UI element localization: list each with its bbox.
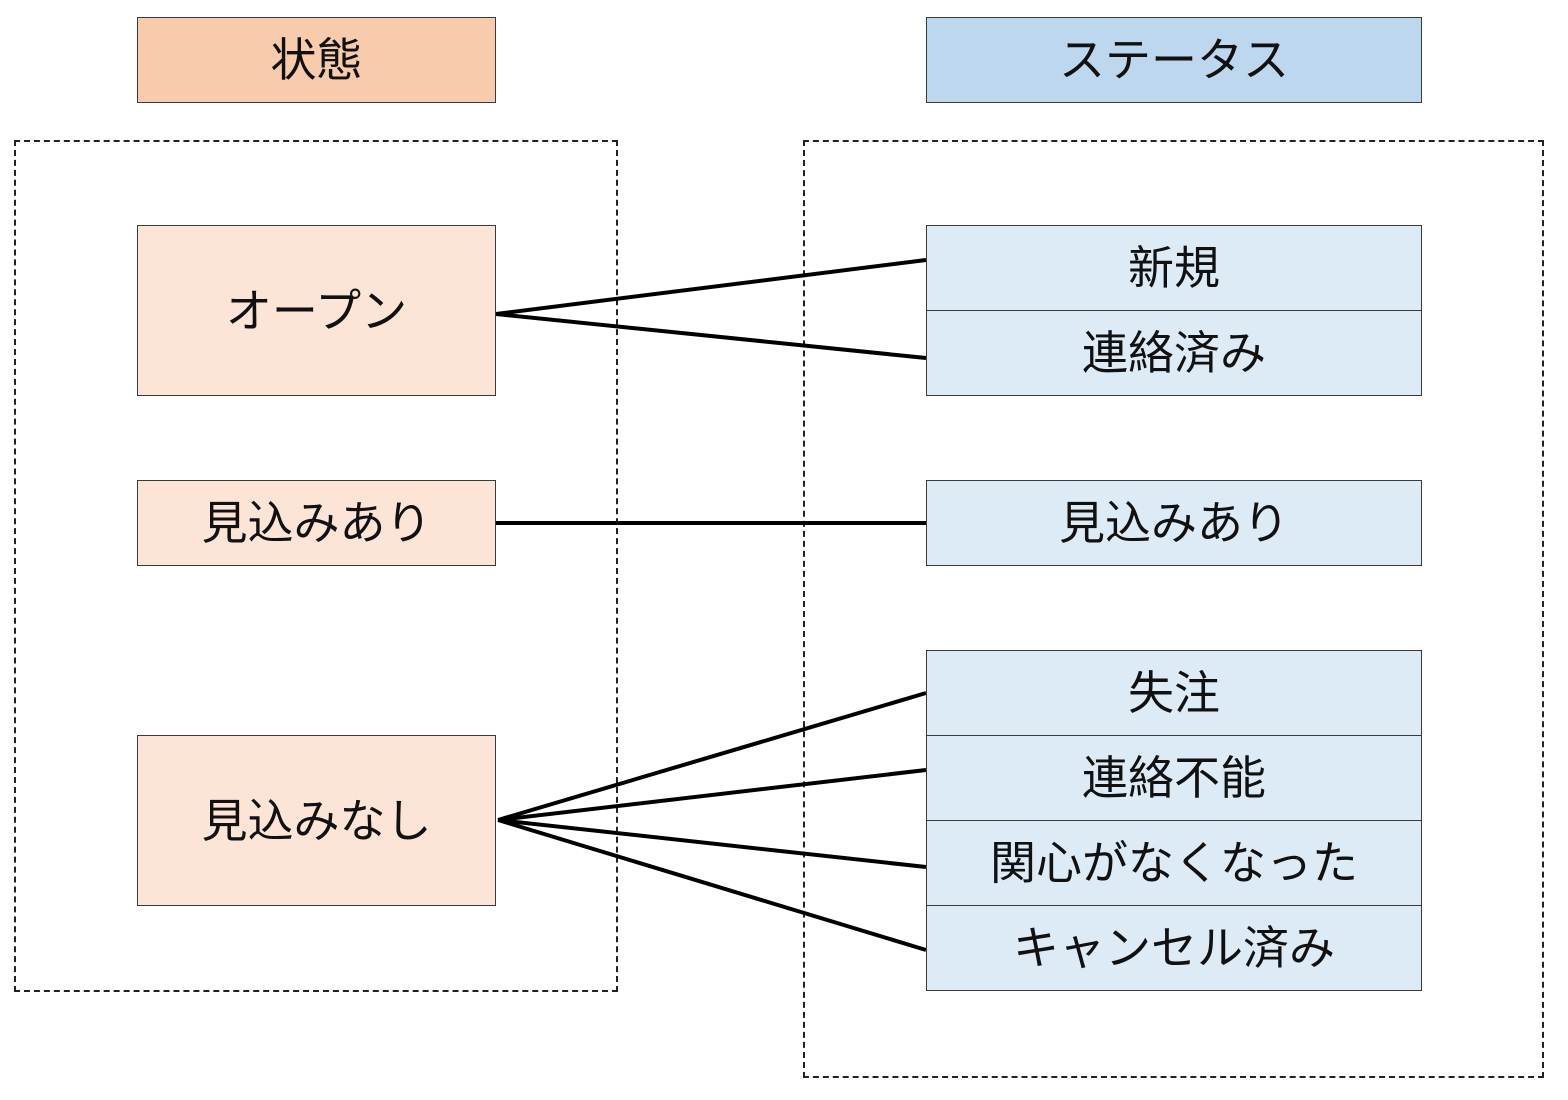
link-open-contacted bbox=[495, 312, 927, 360]
status-cancelled: キャンセル済み bbox=[926, 905, 1422, 991]
state-prospect: 見込みあり bbox=[137, 480, 496, 566]
state-no-prospect: 見込みなし bbox=[137, 735, 496, 906]
status-group bbox=[803, 140, 1544, 1078]
link-noprospect-cancelled bbox=[497, 818, 927, 952]
link-noprospect-lost bbox=[497, 691, 927, 822]
status-contacted: 連絡済み bbox=[926, 310, 1422, 396]
status-header: ステータス bbox=[926, 17, 1422, 103]
status-unreachable: 連絡不能 bbox=[926, 735, 1422, 821]
status-not-interested: 関心がなくなった bbox=[926, 820, 1422, 906]
link-noprospect-not-interested bbox=[497, 818, 927, 869]
link-noprospect-unreachable bbox=[497, 768, 927, 822]
link-open-new bbox=[495, 258, 927, 316]
status-new: 新規 bbox=[926, 225, 1422, 311]
status-prospect: 見込みあり bbox=[926, 480, 1422, 566]
status-lost: 失注 bbox=[926, 650, 1422, 736]
state-header: 状態 bbox=[137, 17, 496, 103]
state-group bbox=[14, 140, 618, 992]
state-open: オープン bbox=[137, 225, 496, 396]
